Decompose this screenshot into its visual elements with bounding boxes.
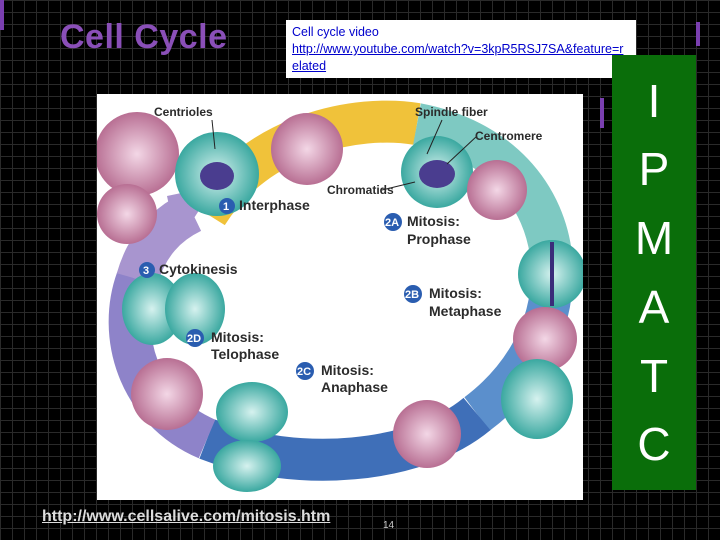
cytokinesis-cell: [122, 273, 182, 345]
prophase-cell: [467, 160, 527, 220]
label-cytokinesis-num: 3: [143, 265, 149, 277]
label-chromatids: Chromatids: [327, 183, 394, 197]
cell-cycle-diagram: Centrioles Spindle fiber Centromere Chro…: [97, 94, 583, 500]
label-prophase-line2: Prophase: [407, 231, 471, 247]
label-telophase-line1: Mitosis:: [211, 329, 264, 345]
badge-prophase: [384, 213, 402, 231]
label-metaphase-num: 2B: [405, 289, 419, 301]
video-link[interactable]: http://www.youtube.com/watch?v=3kpR5RSJ7…: [292, 42, 624, 73]
label-centrioles: Centrioles: [154, 105, 213, 119]
badge-anaphase: [296, 362, 314, 380]
badge-interphase: [219, 198, 235, 214]
accent-bar: [0, 0, 4, 30]
label-metaphase-line2: Metaphase: [429, 303, 502, 319]
telophase-cell: [213, 440, 281, 492]
phase-letter: C: [637, 418, 671, 471]
label-spindle-fiber: Spindle fiber: [415, 105, 488, 119]
badge-telophase: [186, 329, 204, 347]
label-anaphase-line2: Anaphase: [321, 379, 388, 395]
label-prophase-num: 2A: [385, 217, 399, 229]
label-centromere: Centromere: [475, 129, 543, 143]
interphase-cell: [97, 112, 179, 196]
phase-letter: T: [639, 349, 669, 402]
label-telophase-num: 2D: [187, 333, 201, 345]
page-number: 14: [383, 520, 395, 531]
label-interphase: Interphase: [239, 197, 310, 213]
telophase-cell: [131, 358, 203, 430]
accent-bar: [600, 98, 604, 128]
label-metaphase-line1: Mitosis:: [429, 285, 482, 301]
label-interphase-num: 1: [223, 201, 229, 213]
cytokinesis-cell: [97, 184, 157, 244]
label-anaphase-line1: Mitosis:: [321, 362, 374, 378]
label-prophase-line1: Mitosis:: [407, 213, 460, 229]
interphase-cell: [271, 113, 343, 185]
phase-letter: A: [638, 280, 670, 333]
badge-cytokinesis: [139, 262, 155, 278]
phase-letters-bar: I P M A T C: [612, 55, 696, 490]
video-link-box: Cell cycle video http://www.youtube.com/…: [286, 20, 636, 78]
badge-metaphase: [404, 285, 422, 303]
phase-letter: I: [647, 74, 661, 127]
phase-letter: P: [638, 143, 670, 196]
accent-bar: [696, 22, 700, 46]
cytokinesis-cell: [165, 273, 225, 345]
phase-letter: M: [634, 212, 674, 265]
label-anaphase-num: 2C: [297, 366, 311, 378]
cellsalive-link[interactable]: http://www.cellsalive.com/mitosis.htm: [42, 508, 331, 525]
cell-cycle-illustration: Centrioles Spindle fiber Centromere Chro…: [97, 100, 583, 492]
label-telophase-line2: Telophase: [211, 346, 279, 362]
label-cytokinesis: Cytokinesis: [159, 261, 238, 277]
telophase-cell: [216, 382, 288, 442]
metaphase-cell: [513, 307, 577, 371]
slide-title: Cell Cycle: [60, 18, 228, 56]
anaphase-cell: [393, 400, 461, 468]
anaphase-cell: [501, 359, 573, 439]
video-label: Cell cycle video: [292, 25, 379, 39]
